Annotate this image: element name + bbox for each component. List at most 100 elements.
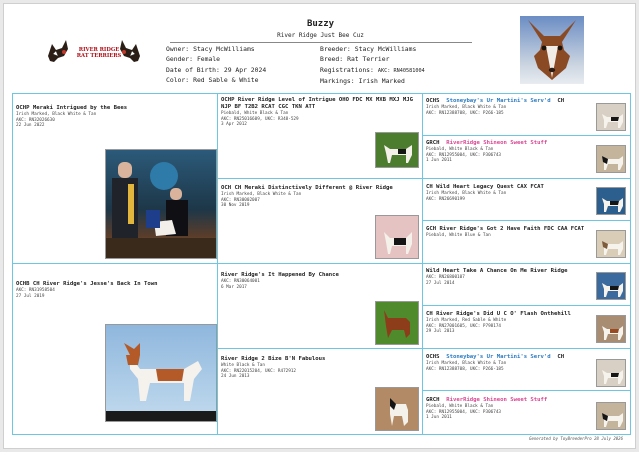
gen3-name-1: OCHS Stoneybay's Ur Martini's Serv'd CH [426, 98, 592, 105]
gender-value: Female [196, 55, 221, 64]
breed-label: Breed: [320, 55, 344, 64]
markings-value: Irish Marked [358, 77, 405, 86]
sire-detail-line: AKC: RN32026630 [16, 117, 55, 123]
dam-cell: OCHB CH River Ridge's Jesse's Back In To… [16, 281, 214, 299]
g3-detail-line: Irish Marked, Black White & Tan [426, 191, 507, 196]
g5-detail-line: AKC: RN26800107 [426, 275, 465, 280]
grid-mid [12, 263, 631, 264]
title-prefix: OCHS [426, 354, 440, 360]
grid-left [12, 93, 13, 435]
color-label: Color: [166, 76, 190, 85]
breeder-label: Breeder: [320, 45, 351, 53]
dam-detail-line: 27 Jul 2019 [16, 293, 45, 299]
title-prefix: OCHS [426, 98, 440, 104]
logo-line1: RIVER RIDGE [78, 47, 120, 53]
dog-name-link: Stoneybay's Ur Martini's Serv'd [446, 354, 551, 360]
gen3-cell-8: GRCH RiverRidge Shineon Sweet Stuff Pieb… [426, 397, 592, 421]
dam-sire-cell: River Ridge's It Happened By Chance AKC:… [221, 272, 419, 290]
dd-detail-line: AKC: RN22015204, UKC: R472912 [221, 368, 297, 374]
dog-call-name: Buzzy [306, 19, 335, 29]
gen3-cell-2: GRCH RiverRidge Shineon Sweet Stuff Pieb… [426, 140, 592, 164]
dd-detail-line: White Black & Tan [221, 363, 265, 368]
g2-detail-line: AKC: RN12955004, UKC: P306743 [426, 152, 502, 158]
sire-sire-details: Piebald, White Black & Tan AKC: RN250166… [221, 111, 419, 128]
dam-dam-photo [375, 387, 419, 431]
gen3-photo-3 [596, 187, 626, 215]
title-prefix: GRCH [426, 397, 440, 403]
gen3-name-2: GRCH RiverRidge Shineon Sweet Stuff [426, 140, 592, 147]
title-suffix: CH [557, 98, 565, 104]
gen3-cell-1: OCHS Stoneybay's Ur Martini's Serv'd CH … [426, 98, 592, 116]
g2-detail-line: 1 Jun 2011 [426, 158, 452, 164]
registrations-value: AKC: RN40581004 [377, 67, 425, 74]
dam-details: AKC: RN31958504 27 Jul 2019 [16, 288, 214, 299]
sire-detail-line: 22 Jun 2022 [16, 123, 45, 129]
color-value: Red Sable & White [193, 76, 259, 85]
grid-e1 [422, 135, 630, 136]
g4-detail-line: Piebald, White Blue & Tan [426, 233, 491, 238]
sire-name: OCHP Meraki Intrigued by the Bees [16, 105, 128, 111]
breeder-value: Stacy McWilliams [354, 45, 417, 53]
logo-text: RIVER RIDGE RAT TERRIERS [66, 47, 132, 59]
gen3-cell-7: OCHS Stoneybay's Ur Martini's Serv'd CH … [426, 354, 592, 372]
gen3-cell-3: CH Wild Heart Legacy Quest CAX FCAT Iris… [426, 184, 592, 202]
sire-sire-photo [375, 132, 419, 168]
owner-row: Owner:Stacy McWilliams [166, 44, 266, 54]
g1-detail-line: AKC: RN12388708, UKC: P266-185 [426, 110, 504, 116]
g1-detail-line: Irish Marked, Black White & Tan [426, 105, 507, 110]
color-row: Color:Red Sable & White [166, 75, 266, 85]
gen3-photo-7 [596, 359, 626, 387]
sire-detail-line: Irish Marked, Black White & Tan [16, 112, 97, 117]
g3-detail-line: AKC: RN26690199 [426, 196, 465, 202]
gen3-photo-2 [596, 145, 626, 173]
grid-e3 [422, 220, 630, 221]
gen3-name-8: GRCH RiverRidge Shineon Sweet Stuff [426, 397, 592, 404]
gen3-name-7: OCHS Stoneybay's Ur Martini's Serv'd CH [426, 354, 592, 361]
logo-line2: RAT TERRIERS [76, 53, 122, 59]
dogs-logo-graphic [48, 40, 140, 62]
g6-detail-line: Irish Marked, Red Sable & White [426, 318, 507, 323]
grid-top [12, 93, 631, 94]
sire-photo [105, 149, 217, 259]
ss-detail-line: AKC: RN25016609, UKC: R348-529 [221, 116, 299, 122]
markings-row: Markings:Irish Marked [320, 76, 425, 86]
g6-detail-line: AKC: RN27001605, UKC: P798174 [426, 323, 502, 329]
ds-detail-line: 6 Mar 2017 [221, 284, 247, 290]
breeder-row: Breeder:Stacy McWilliams [320, 44, 425, 54]
gender-label: Gender: [166, 55, 193, 64]
g7-detail-line: Irish Marked, Black White & Tan [426, 361, 507, 366]
sire-sire-cell: OCHP River Ridge Level of Intrigue OHO F… [221, 97, 419, 128]
grid-e5 [422, 305, 630, 306]
gen3-photo-1 [596, 103, 626, 131]
dog-name-link: Stoneybay's Ur Martini's Serv'd [446, 98, 551, 104]
dam-detail-line: AKC: RN31958504 [16, 288, 55, 293]
gen3-photo-8 [596, 402, 626, 430]
generated-footer: Generated by ToyBreederPro 28 July 2026 [529, 436, 623, 441]
g8-detail-line: Piebald, White Black & Tan [426, 404, 494, 409]
dog-name-link: RiverRidge Shineon Sweet Stuff [446, 397, 548, 403]
g8-detail-line: AKC: RN12955004, UKC: P306743 [426, 409, 502, 415]
dam-photo [105, 324, 217, 422]
gen3-name-3: CH Wild Heart Legacy Quest CAX FCAT [426, 184, 544, 190]
grid-right [630, 93, 631, 435]
dam-dam-cell: River Ridge 2 Bize B'N Fabulous White Bl… [221, 356, 419, 380]
gen3-details-4: Piebald, White Blue & Tan [426, 233, 592, 239]
breed-row: Breed:Rat Terrier [320, 54, 425, 64]
gen3-name-6: CH River Ridge's Did U C O' Flash Ontheh… [426, 311, 571, 317]
sire-dam-name: OCH CH Meraki Distinctively Different @ … [221, 185, 393, 191]
gen3-name-4: GCH River Ridge's Got 2 Have Faith FDC C… [426, 226, 585, 232]
sire-dam-photo [375, 215, 419, 259]
title-prefix: GRCH [426, 140, 440, 146]
header-divider [170, 42, 472, 43]
sire-dam-details: Irish Marked, Black White & Tan AKC: RN3… [221, 192, 419, 209]
breed-value: Rat Terrier [347, 55, 390, 64]
g7-detail-line: AKC: RN12388708, UKC: P266-185 [426, 366, 504, 372]
gen3-cell-6: CH River Ridge's Did U C O' Flash Ontheh… [426, 311, 592, 335]
kennel-logo: RIVER RIDGE RAT TERRIERS [44, 34, 144, 68]
sd-detail-line: Irish Marked, Black White & Tan [221, 192, 302, 197]
dob-value: 29 Apr 2024 [223, 65, 267, 74]
